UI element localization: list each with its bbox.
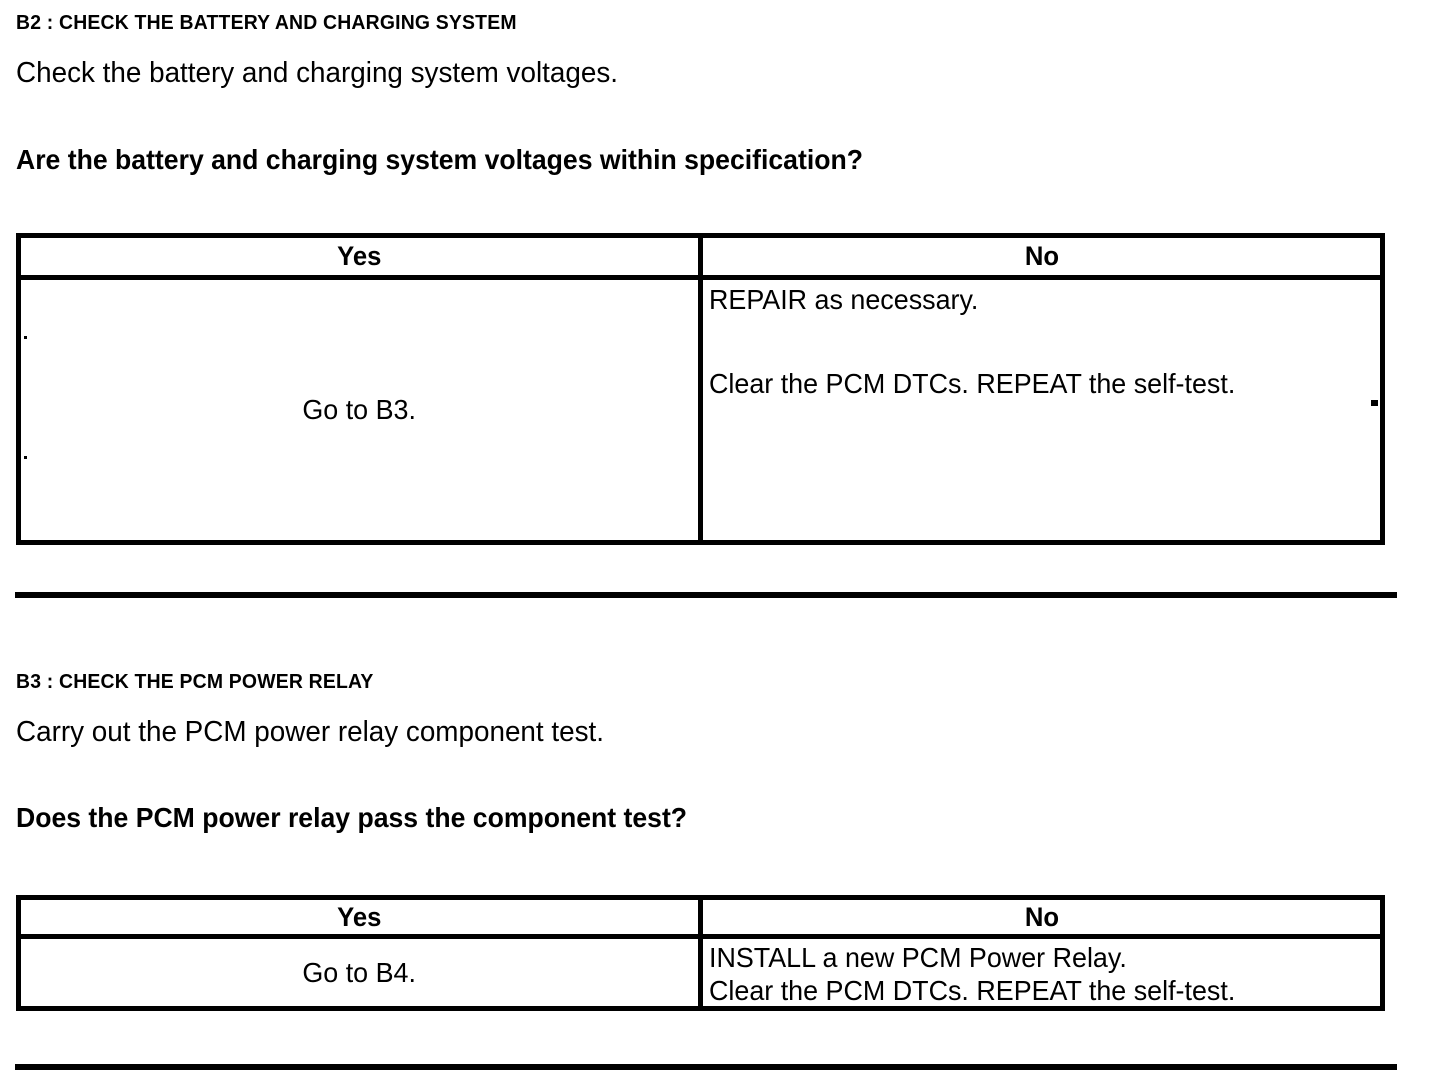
table-cell-no-action: REPAIR as necessary. Clear the PCM DTCs.… — [703, 280, 1380, 540]
section-heading-b2: B2 : CHECK THE BATTERY AND CHARGING SYST… — [16, 12, 517, 34]
table-header-label-no: No — [1024, 241, 1059, 271]
no-action-line-2: Clear the PCM DTCs. REPEAT the self-test… — [709, 975, 1236, 1007]
action-spacer — [709, 314, 1257, 342]
table-header-label-yes: Yes — [337, 901, 382, 932]
table-body-row: Go to B3. REPAIR as necessary. Clear the… — [21, 280, 1380, 540]
bottom-divider-rule — [15, 1064, 1397, 1070]
no-action-list: REPAIR as necessary. Clear the PCM DTCs.… — [703, 280, 1257, 398]
no-action-line-1: INSTALL a new PCM Power Relay. — [709, 942, 1127, 973]
section-question-b2: Are the battery and charging system volt… — [16, 144, 863, 175]
table-header-cell-no: No — [703, 900, 1380, 934]
scan-artifact-dot — [24, 456, 27, 459]
no-action-line-1: REPAIR as necessary. — [709, 284, 979, 315]
table-header-row: Yes No — [21, 238, 1380, 280]
no-action-list: INSTALL a new PCM Power Relay. Clear the… — [703, 939, 1257, 1007]
table-header-row: Yes No — [21, 900, 1380, 939]
table-cell-no-action: INSTALL a new PCM Power Relay. Clear the… — [703, 939, 1380, 1006]
table-cell-yes-action: Go to B3. — [21, 280, 703, 540]
section-question-b3: Does the PCM power relay pass the compon… — [16, 802, 688, 833]
section-divider-rule — [15, 592, 1397, 598]
action-spacer — [709, 342, 1257, 370]
decision-table-b3: Yes No Go to B4. INSTALL a new PCM Power… — [16, 895, 1385, 1011]
table-header-label-yes: Yes — [337, 241, 382, 271]
decision-table-b2: Yes No Go to B3. REPAIR as necessary. Cl… — [16, 233, 1385, 545]
table-cell-yes-action: Go to B4. — [21, 939, 703, 1006]
scan-artifact-dot — [1371, 400, 1378, 406]
no-action-line-2: Clear the PCM DTCs. REPEAT the self-test… — [709, 368, 1236, 399]
table-header-cell-no: No — [703, 238, 1380, 275]
yes-action-text: Go to B3. — [302, 394, 417, 425]
section-instruction-b3: Carry out the PCM power relay component … — [16, 716, 604, 748]
yes-action-text: Go to B4. — [302, 956, 417, 988]
table-header-cell-yes: Yes — [21, 900, 703, 934]
section-instruction-b2: Check the battery and charging system vo… — [16, 57, 618, 89]
table-header-label-no: No — [1024, 901, 1059, 932]
table-body-row: Go to B4. INSTALL a new PCM Power Relay.… — [21, 939, 1380, 1006]
scan-artifact-dot — [24, 336, 27, 339]
table-header-cell-yes: Yes — [21, 238, 703, 275]
section-heading-b3: B3 : CHECK THE PCM POWER RELAY — [16, 671, 374, 693]
